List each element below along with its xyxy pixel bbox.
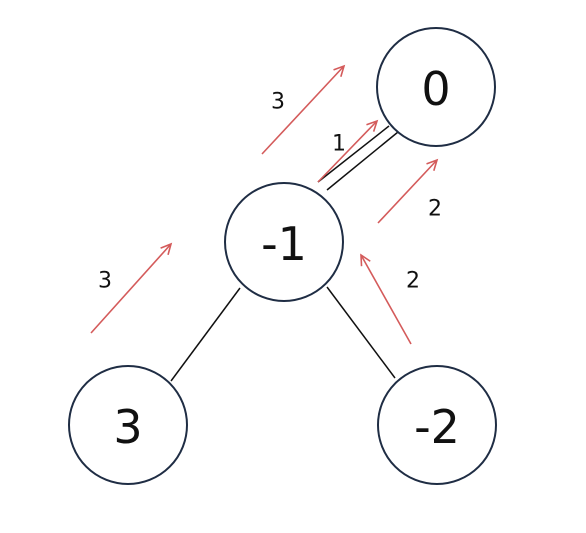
flow-label-right-to-middle: 2 [406, 269, 420, 294]
node-top-label: 0 [421, 62, 450, 116]
node-bottom-right: -2 [377, 365, 497, 485]
node-top: 0 [376, 27, 496, 147]
flow-label-middle-to-top: 1 [332, 132, 346, 157]
edge-middle-bottom-left [170, 287, 241, 382]
flow-labels: 3 3 1 2 2 [98, 90, 442, 294]
node-middle: -1 [224, 182, 344, 302]
flow-arrow-left-high [261, 64, 346, 155]
node-bottom-right-label: -2 [414, 400, 460, 454]
edge-top-middle [317, 125, 390, 183]
edge-top-middle-parallel [326, 131, 399, 191]
flow-arrow-right-to-top [377, 158, 439, 224]
flow-label-right-to-top: 2 [428, 197, 442, 222]
flow-label-left-low: 3 [98, 269, 112, 294]
edges [170, 125, 399, 382]
node-bottom-left: 3 [68, 365, 188, 485]
flow-arrow-middle-to-top [317, 119, 379, 183]
flow-arrows [90, 64, 439, 345]
flow-arrow-left-low [90, 242, 173, 334]
node-middle-label: -1 [261, 217, 307, 271]
node-bottom-left-label: 3 [113, 400, 142, 454]
edge-middle-bottom-right [326, 286, 396, 379]
flow-arrow-right-to-middle [360, 253, 412, 345]
flow-label-left-high: 3 [271, 90, 285, 115]
